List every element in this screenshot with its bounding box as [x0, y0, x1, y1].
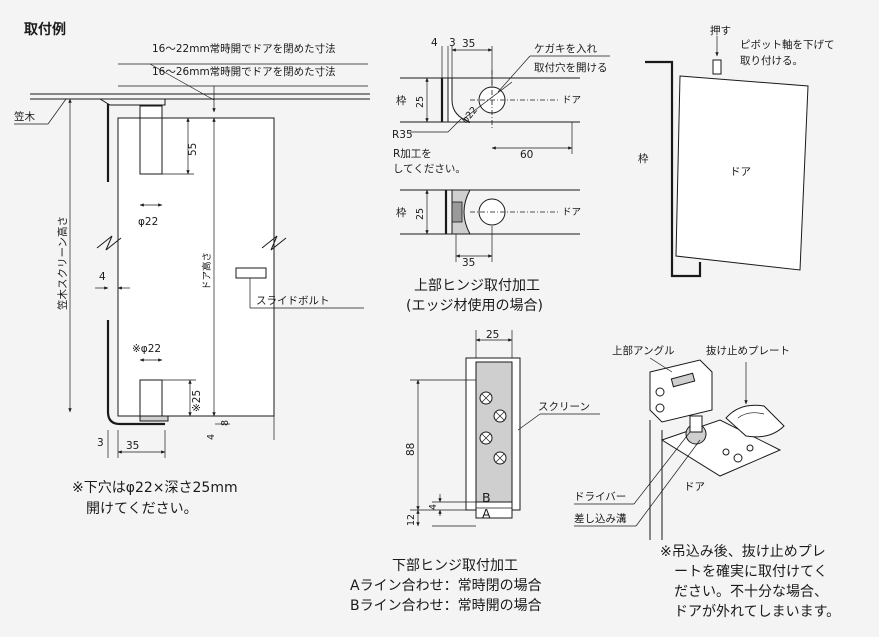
- page-title: 取付例: [24, 21, 66, 38]
- note-4: ドアが外れてしまいます。: [674, 604, 840, 620]
- dim-note-1: 16～22mm常時開でドアを閉めた寸法: [152, 42, 336, 55]
- driver-label: ドライバー: [574, 491, 626, 503]
- screw-holes: [479, 391, 507, 465]
- caption-2: Aライン合わせ：常時閉の場合: [350, 578, 542, 594]
- door-label-2: ドア: [562, 207, 581, 218]
- upper-angle-label: 上部アングル: [612, 344, 675, 357]
- push-label: 押す: [710, 24, 731, 37]
- frame-label: 枠: [638, 152, 649, 165]
- r-process-1: R加工を: [393, 148, 432, 160]
- door-label: ドア: [562, 95, 581, 106]
- dim-55: 55: [187, 143, 199, 156]
- pivot-note-1: ピボット軸を下げて: [740, 38, 835, 51]
- door-height-label: ドア高さ: [201, 252, 213, 290]
- pivot-note-2: 取り付ける。: [740, 54, 803, 67]
- r-process-2: してください。: [393, 163, 466, 175]
- door-label: ドア: [684, 481, 705, 493]
- label-b: B: [482, 490, 491, 505]
- dim-25b: 25: [415, 208, 426, 220]
- scribe-label-2: 取付穴を開ける: [534, 61, 608, 74]
- dim-60: 60: [520, 149, 533, 161]
- dim-phi22: φ22: [138, 216, 158, 228]
- dim-4: 4: [428, 504, 439, 510]
- label-a: A: [482, 506, 491, 521]
- dim-note-2: 16～26mm常時開でドアを閉めた寸法: [152, 65, 336, 78]
- dim-4: 4: [99, 271, 106, 283]
- dim-4: 4: [431, 37, 438, 49]
- dim-4b: 4: [206, 434, 217, 440]
- r35-label: R35: [392, 129, 413, 141]
- stop-plate-label: 抜け止めプレート: [706, 344, 790, 357]
- note-line1: ※下穴はφ22×深さ25mm: [72, 480, 238, 496]
- slide-bolt-label: スライドボルト: [256, 295, 330, 307]
- caption-3: Bライン合わせ：常時開の場合: [350, 598, 542, 614]
- frame-label: 笠木: [14, 110, 35, 123]
- dim-3: 3: [449, 37, 456, 49]
- stop-plate-diagram: 上部アングル 抜け止めプレート ドライバー 差し込み溝 ドア ※吊込み後、抜け止…: [574, 344, 840, 620]
- pivot-install-diagram: 押す ピボット軸を下げて 取り付ける。 枠 ドア: [638, 24, 835, 278]
- note-2: ートを確実に取付けてく: [674, 564, 828, 580]
- note-line2: 開けてください。: [86, 501, 198, 517]
- caption-1: 上部ヒンジ取付加工: [414, 278, 540, 294]
- dim-35-top: 35: [462, 38, 475, 50]
- note-1: ※吊込み後、抜け止めプレ: [660, 544, 826, 560]
- dim-25: ※25: [191, 390, 203, 412]
- dim-8: 8: [220, 420, 231, 426]
- dim-phi22: φ22: [460, 105, 480, 126]
- slot-label: 差し込み溝: [574, 512, 627, 525]
- dim-3: 3: [97, 437, 104, 449]
- dim-phi22-note: ※φ22: [132, 343, 161, 355]
- frame-label: 枠: [396, 94, 407, 107]
- dim-35: 35: [126, 440, 139, 452]
- screen-label: スクリーン: [538, 401, 590, 413]
- dim-12: 12: [406, 514, 417, 526]
- dim-88: 88: [405, 443, 417, 456]
- frame-label-2: 枠: [396, 206, 407, 219]
- dim-25: 25: [486, 329, 499, 341]
- caption-1: 下部ヒンジ取付加工: [392, 558, 518, 574]
- door-label: ドア: [730, 166, 751, 178]
- caption-2: (エッジ材使用の場合): [406, 297, 543, 314]
- left-elevation-diagram: 55 φ22 ※φ22 ※25 4 8 4 3 35 笠木スクリーン高さ ドア高: [14, 42, 370, 517]
- screen-height-label: 笠木スクリーン高さ: [56, 216, 69, 310]
- dim-25: 25: [415, 96, 426, 108]
- lower-hinge-processing: B A 25 88 4 12 スクリーン 下部ヒンジ取付加工 Aライン合わせ：常…: [350, 329, 600, 614]
- dim-35-bottom: 35: [462, 257, 475, 269]
- upper-hinge-processing: ドア 枠 25 4 3 35 φ22 ケガキを入れ 取付穴を開ける R35 R加…: [392, 37, 610, 314]
- note-3: ださい。不十分な場合、: [674, 584, 828, 600]
- scribe-label-1: ケガキを入れ: [534, 43, 597, 55]
